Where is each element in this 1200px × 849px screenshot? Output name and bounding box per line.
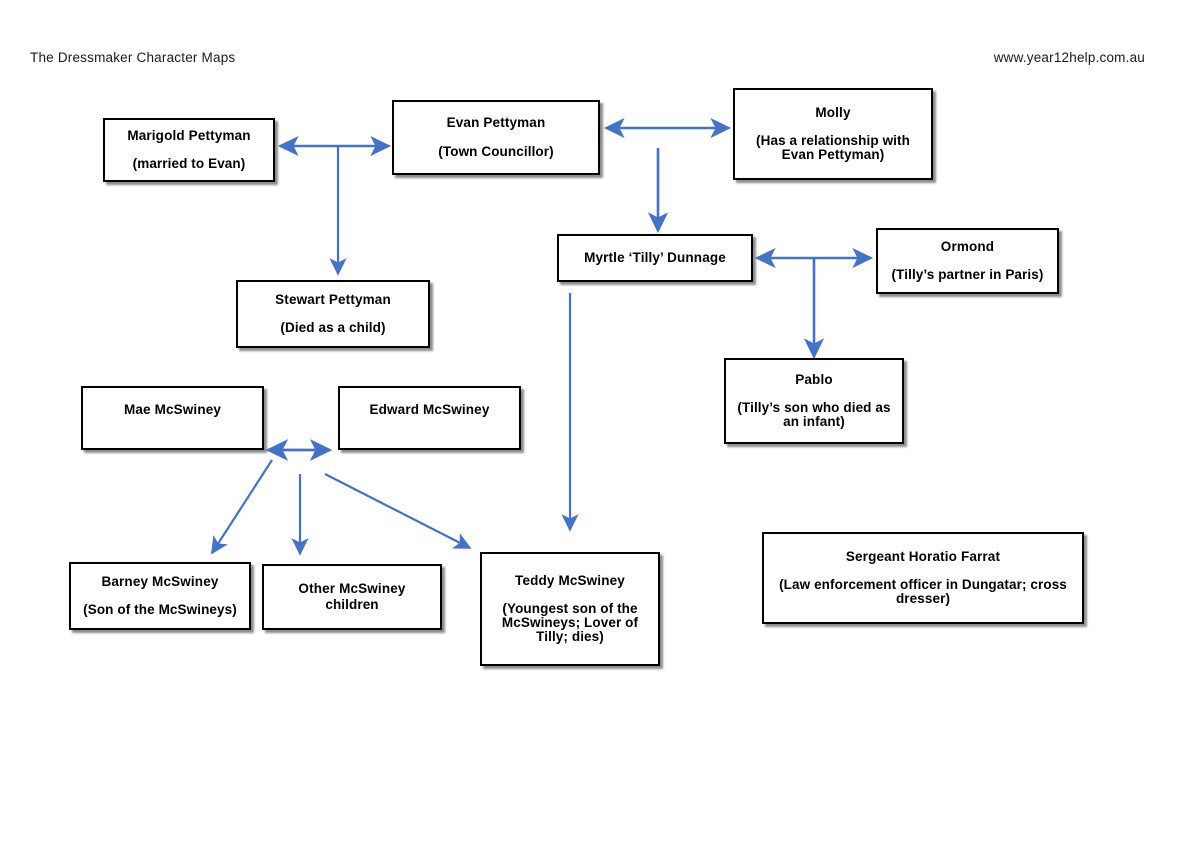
node-name: Barney McSwiney — [101, 573, 219, 589]
node-desc: (Tilly’s son who died as an infant) — [737, 399, 891, 430]
node-desc: (Died as a child) — [280, 320, 386, 335]
node-desc: (Son of the McSwineys) — [83, 602, 237, 617]
node-desc: (Law enforcement officer in Dungatar; cr… — [779, 576, 1067, 607]
node-desc: (married to Evan) — [132, 156, 246, 171]
node-evan-pettyman[interactable]: Evan Pettyman (Town Councillor) — [392, 100, 600, 175]
node-desc: (Youngest son of the McSwineys; Lover of… — [501, 600, 639, 645]
site-url: www.year12help.com.au — [993, 50, 1145, 65]
node-name: Ormond — [940, 238, 995, 254]
node-myrtle-tilly-dunnage[interactable]: Myrtle ‘Tilly’ Dunnage — [557, 234, 753, 282]
node-name: Mae McSwiney — [123, 402, 222, 417]
node-desc: children — [325, 597, 379, 612]
page-title: The Dressmaker Character Maps — [30, 50, 236, 65]
node-name: Molly — [815, 104, 851, 120]
node-other-mcswiney-children[interactable]: Other McSwiney children — [262, 564, 442, 630]
node-ormond[interactable]: Ormond (Tilly’s partner in Paris) — [876, 228, 1059, 294]
node-pablo[interactable]: Pablo (Tilly’s son who died as an infant… — [724, 358, 904, 444]
node-teddy-mcswiney[interactable]: Teddy McSwiney (Youngest son of the McSw… — [480, 552, 660, 666]
node-name: Teddy McSwiney — [515, 572, 625, 588]
node-stewart-pettyman[interactable]: Stewart Pettyman (Died as a child) — [236, 280, 430, 348]
connector-mcswineys-teddy — [324, 473, 472, 549]
node-mae-mcswiney[interactable]: Mae McSwiney — [81, 386, 264, 450]
node-name: Sergeant Horatio Farrat — [845, 548, 1001, 564]
node-name: Evan Pettyman — [446, 115, 546, 131]
node-name: Edward McSwiney — [369, 402, 490, 417]
node-name: Marigold Pettyman — [127, 127, 251, 143]
node-desc: (Tilly’s partner in Paris) — [891, 267, 1044, 282]
node-name: Pablo — [795, 371, 833, 387]
connector-mcswineys-barney — [211, 459, 273, 555]
node-barney-mcswiney[interactable]: Barney McSwiney (Son of the McSwineys) — [69, 562, 251, 630]
node-name: Other McSwiney — [298, 580, 406, 596]
node-edward-mcswiney[interactable]: Edward McSwiney — [338, 386, 521, 450]
node-marigold-pettyman[interactable]: Marigold Pettyman (married to Evan) — [103, 118, 275, 182]
node-name: Myrtle ‘Tilly’ Dunnage — [584, 249, 726, 265]
node-sergeant-horatio-farrat[interactable]: Sergeant Horatio Farrat (Law enforcement… — [762, 532, 1084, 624]
node-desc: (Town Councillor) — [438, 143, 554, 159]
node-molly[interactable]: Molly (Has a relationship with Evan Pett… — [733, 88, 933, 180]
node-desc: (Has a relationship with Evan Pettyman) — [756, 132, 910, 163]
node-name: Stewart Pettyman — [275, 291, 391, 307]
